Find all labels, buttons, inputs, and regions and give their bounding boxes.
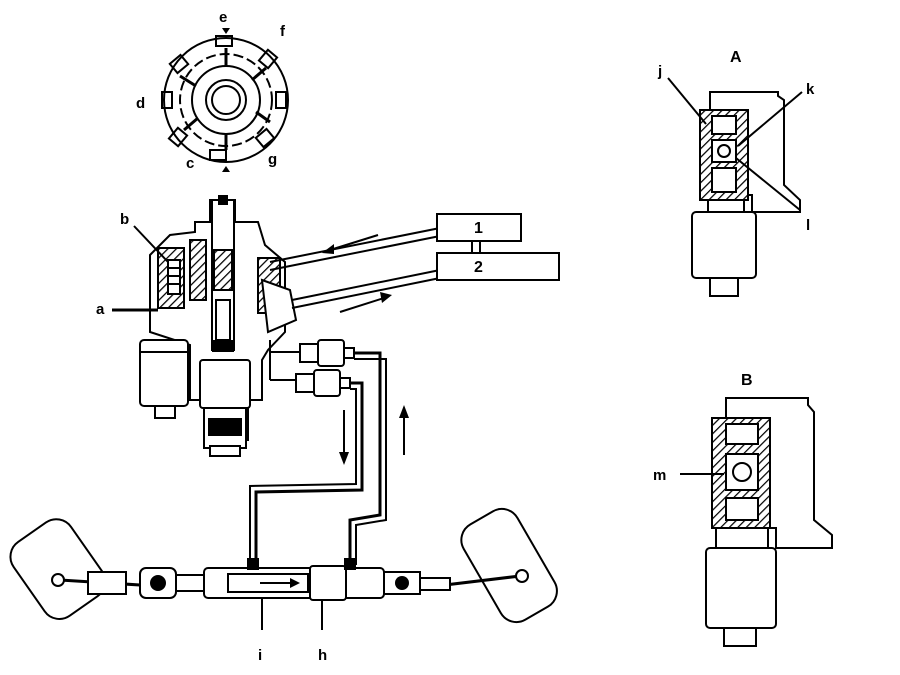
label-a: a <box>96 301 105 318</box>
label-j: j <box>657 63 662 80</box>
view-b-title: B <box>741 372 753 389</box>
label-d: d <box>136 95 145 112</box>
reservoir-boxes: 1 2 <box>436 213 560 281</box>
pump-valve-assembly <box>139 195 298 457</box>
label-e: e <box>219 9 227 26</box>
reservoir-lines <box>269 227 441 313</box>
label-f: f <box>280 23 286 40</box>
label-h: h <box>318 647 327 664</box>
box-1-label: 1 <box>474 220 483 237</box>
view-a-title: A <box>730 49 742 66</box>
label-g: g <box>268 151 277 168</box>
box-2-label: 2 <box>474 259 483 276</box>
leader-lines <box>112 225 169 312</box>
steering-rack <box>9 507 558 630</box>
label-l: l <box>806 217 810 234</box>
valve-detail-b <box>680 397 833 647</box>
label-i: i <box>258 647 262 664</box>
part-labels: e f d c g b a i h j k l m A B <box>96 9 815 664</box>
label-c: c <box>186 155 194 172</box>
label-b: b <box>120 211 129 228</box>
label-m: m <box>653 467 666 484</box>
pressure-hoses <box>249 339 409 565</box>
rotor-cross-section <box>161 28 289 172</box>
valve-detail-a <box>667 77 803 297</box>
label-k: k <box>806 81 815 98</box>
